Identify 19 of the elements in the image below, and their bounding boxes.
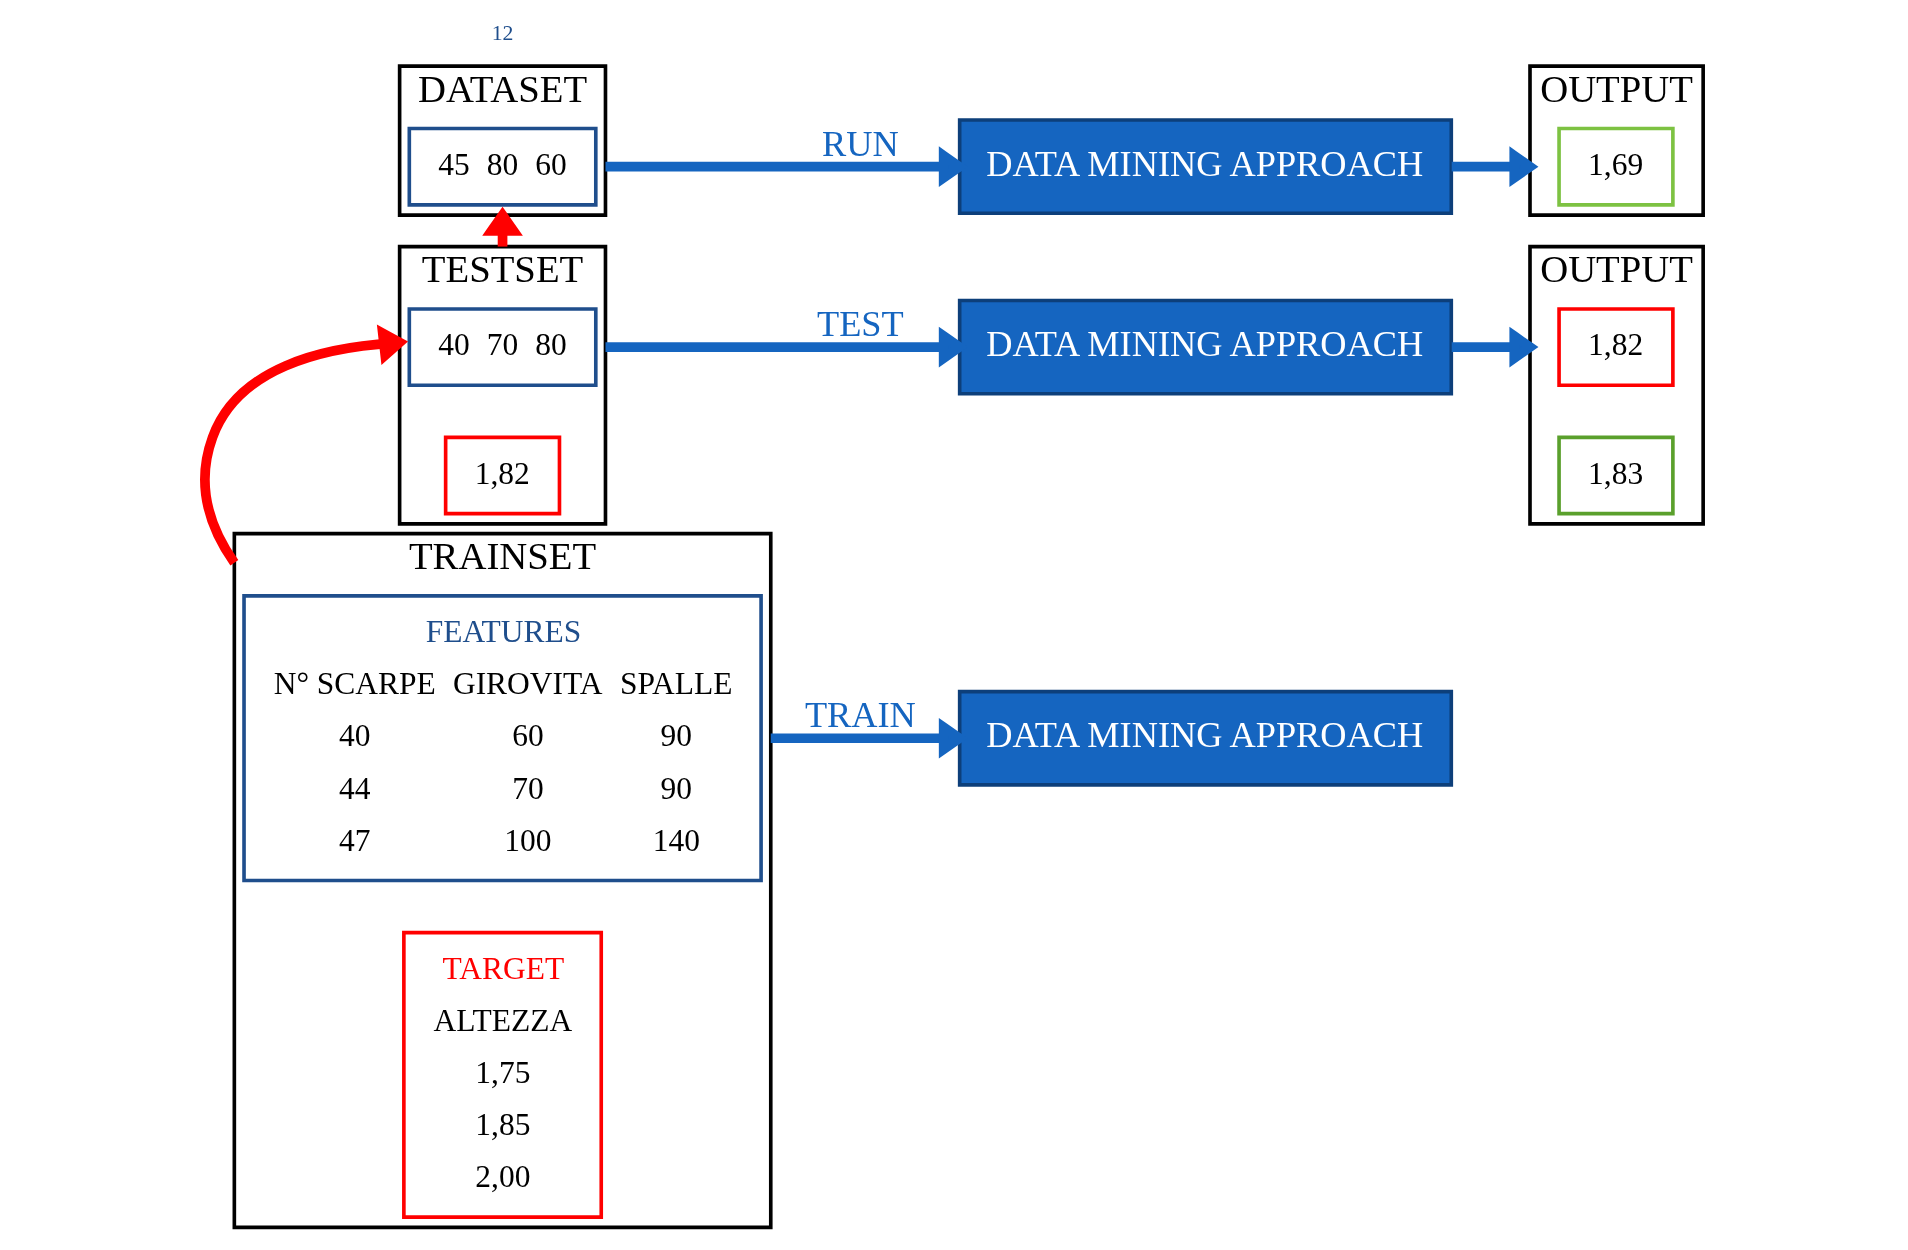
arrow <box>200 324 409 566</box>
node-box: 1,82 <box>443 435 562 516</box>
node-box: FEATURES N° SCARPE GIROVITA SPALLE 40 60 90 44 70 90 47 100 140 <box>242 594 763 883</box>
label: 12 <box>491 21 514 46</box>
node-box: 40 70 80 <box>407 307 598 388</box>
edge-label: TEST <box>817 304 904 345</box>
node-box: 1,82 <box>1557 307 1675 388</box>
arrow <box>1451 146 1539 187</box>
node-box: 1,69 <box>1557 126 1675 207</box>
edge-label: TRAIN <box>804 695 916 736</box>
node-box: DATA MINING APPROACH <box>957 298 1454 396</box>
arrow <box>482 206 523 247</box>
arrow <box>1451 326 1539 368</box>
node-box: DATA MINING APPROACH <box>957 689 1454 787</box>
node-box: DATA MINING APPROACH <box>957 118 1454 216</box>
node-box: TARGET ALTEZZA 1,75 1,85 2,00 <box>402 930 604 1219</box>
edge-label: RUN <box>822 123 899 164</box>
node-box: 45 80 60 <box>407 126 598 207</box>
node-box: 1,83 <box>1557 435 1675 516</box>
